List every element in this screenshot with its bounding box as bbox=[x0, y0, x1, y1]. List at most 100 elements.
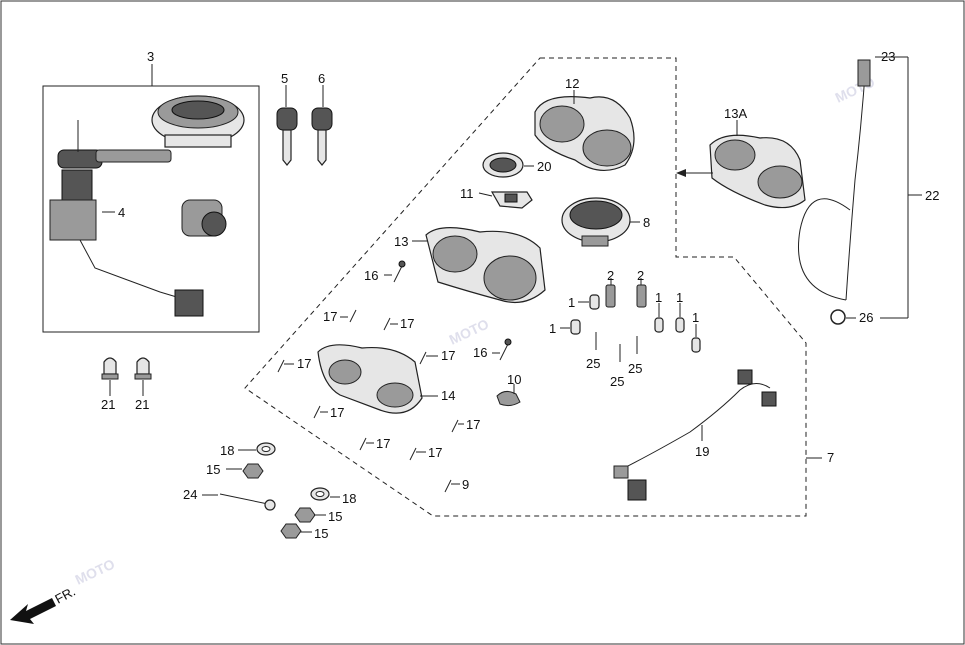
callout-2-b: 2 bbox=[637, 268, 644, 283]
callout-23: 23 bbox=[881, 49, 895, 64]
callout-5: 5 bbox=[281, 71, 288, 86]
meter-case-subassembly bbox=[709, 134, 806, 209]
screw-17-b bbox=[383, 317, 391, 331]
callout-15-c: 15 bbox=[314, 526, 328, 541]
bulb-1-c bbox=[654, 317, 664, 333]
callout-1-d: 1 bbox=[676, 290, 683, 305]
bulb-21-left bbox=[101, 357, 119, 380]
callout-17-b: 17 bbox=[400, 316, 414, 331]
bulb-1-a bbox=[589, 294, 600, 310]
screw-17-d bbox=[419, 351, 427, 365]
ignition-switch bbox=[49, 120, 204, 317]
callout-15-b: 15 bbox=[328, 509, 342, 524]
callout-1-a: 1 bbox=[568, 295, 575, 310]
bulb-21-right bbox=[134, 357, 152, 380]
screw-17-e bbox=[313, 405, 321, 419]
callout-16-a: 16 bbox=[364, 268, 378, 283]
washer-18-b bbox=[310, 487, 330, 501]
callout-17-a: 17 bbox=[323, 309, 337, 324]
callout-10: 10 bbox=[507, 372, 521, 387]
callout-17-f: 17 bbox=[466, 417, 480, 432]
callout-1-c: 1 bbox=[655, 290, 662, 305]
callout-17-c: 17 bbox=[297, 356, 311, 371]
callout-17-g: 17 bbox=[376, 436, 390, 451]
meter-clip bbox=[490, 191, 533, 209]
callout-18-b: 18 bbox=[342, 491, 356, 506]
callout-15-a: 15 bbox=[206, 462, 220, 477]
ignition-kit-box bbox=[42, 85, 260, 333]
callout-16-b: 16 bbox=[473, 345, 487, 360]
callout-19: 19 bbox=[695, 444, 709, 459]
nut-15-a bbox=[242, 463, 264, 479]
screw-17-a bbox=[349, 309, 357, 323]
callout-12: 12 bbox=[565, 76, 579, 91]
callout-11: 11 bbox=[460, 186, 474, 201]
arrow-head-13a bbox=[676, 169, 686, 177]
front-direction-label: FR. bbox=[52, 584, 78, 607]
screw-17-c bbox=[277, 359, 285, 373]
callout-22: 22 bbox=[925, 188, 939, 203]
wire-harness bbox=[613, 369, 777, 501]
fuel-cap-lock bbox=[151, 95, 245, 148]
socket-2-b bbox=[636, 284, 647, 308]
callout-21-left: 21 bbox=[101, 397, 115, 412]
key-5 bbox=[276, 107, 298, 166]
callout-18-a: 18 bbox=[220, 443, 234, 458]
callout-1-e: 1 bbox=[692, 310, 699, 325]
meter-case-lower bbox=[317, 344, 423, 414]
svg-text:MOTO: MOTO bbox=[73, 556, 118, 588]
leader-11 bbox=[478, 192, 493, 197]
callout-25-b: 25 bbox=[610, 374, 624, 389]
callout-25-a: 25 bbox=[586, 356, 600, 371]
callout-9: 9 bbox=[462, 477, 469, 492]
callout-13a: 13A bbox=[724, 106, 747, 121]
callout-6: 6 bbox=[318, 71, 325, 86]
bracket-10 bbox=[496, 390, 521, 407]
callout-7: 7 bbox=[827, 450, 834, 465]
callout-3: 3 bbox=[147, 49, 154, 64]
screw-17-g bbox=[359, 437, 367, 451]
callout-20: 20 bbox=[537, 159, 551, 174]
callout-17-e: 17 bbox=[330, 405, 344, 420]
screw-9 bbox=[444, 479, 452, 493]
socket-2-a bbox=[605, 284, 616, 308]
screw-16-b bbox=[499, 338, 512, 361]
washer-18-a bbox=[256, 442, 276, 456]
callout-8: 8 bbox=[643, 215, 650, 230]
callout-17-h: 17 bbox=[428, 445, 442, 460]
rod-24 bbox=[219, 493, 276, 511]
meter-assembly-outline bbox=[244, 57, 807, 517]
meter-case-upper bbox=[425, 227, 546, 303]
meter-panel bbox=[561, 197, 631, 247]
watermark-logo-bottom-left: MOTO bbox=[73, 556, 118, 588]
callout-24: 24 bbox=[183, 487, 197, 502]
callout-13: 13 bbox=[394, 234, 408, 249]
svg-text:MOTO: MOTO bbox=[447, 316, 492, 348]
speedometer-cable bbox=[798, 59, 871, 325]
nut-15-b bbox=[294, 507, 316, 523]
screw-17-h bbox=[409, 447, 417, 461]
watermark-logo-center: MOTO bbox=[447, 316, 492, 348]
screw-16-a bbox=[393, 260, 406, 283]
callout-2-a: 2 bbox=[607, 268, 614, 283]
key-6 bbox=[311, 107, 333, 166]
bulb-1-b bbox=[570, 319, 581, 335]
callout-21-right: 21 bbox=[135, 397, 149, 412]
bulb-1-d bbox=[675, 317, 685, 333]
callout-26: 26 bbox=[859, 310, 873, 325]
callout-1-b: 1 bbox=[549, 321, 556, 336]
callout-14: 14 bbox=[441, 388, 455, 403]
bulb-1-e bbox=[691, 337, 701, 353]
seat-lock-cylinder bbox=[181, 199, 227, 237]
front-direction-arrow-icon bbox=[10, 598, 56, 624]
callout-25-c: 25 bbox=[628, 361, 642, 376]
screw-17-f bbox=[451, 419, 459, 433]
meter-visor bbox=[534, 96, 635, 171]
callout-4: 4 bbox=[118, 205, 125, 220]
callout-17-d: 17 bbox=[441, 348, 455, 363]
nut-15-c bbox=[280, 523, 302, 539]
meter-gasket bbox=[482, 152, 524, 178]
